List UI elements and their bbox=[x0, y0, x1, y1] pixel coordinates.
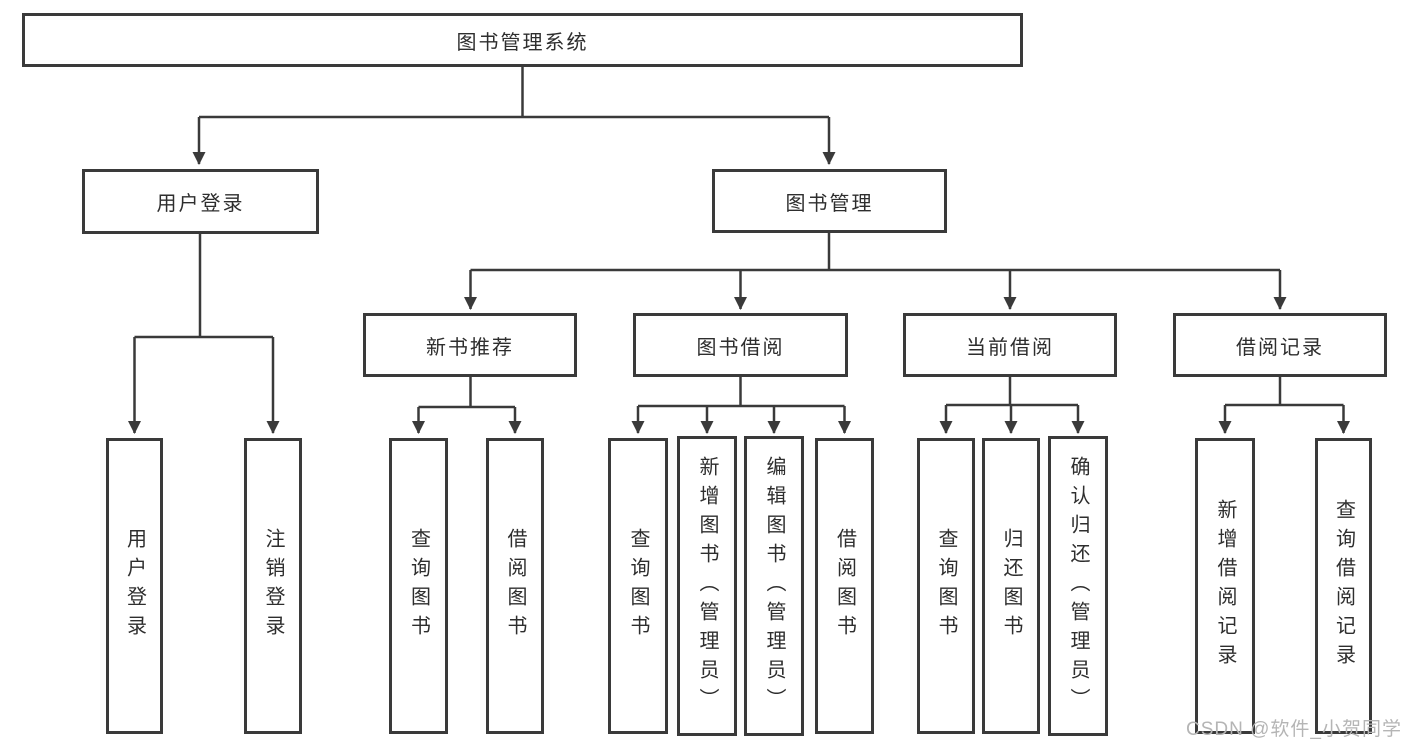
node-label: 注销登录 bbox=[262, 528, 284, 644]
node-label: 用户登录 bbox=[156, 193, 245, 215]
node-book-borrowing: 图书借阅 bbox=[633, 313, 848, 377]
leaf-borrow-books-recommend: 借阅图书 bbox=[486, 438, 544, 734]
node-label: 图书管理 bbox=[785, 192, 874, 215]
node-label: 借阅图书 bbox=[833, 528, 856, 644]
watermark: CSDN @软件_小贺同学 bbox=[1186, 719, 1402, 740]
leaf-return-books: 归还图书 bbox=[982, 438, 1040, 734]
node-label: 新增图书（管理员） bbox=[696, 455, 718, 717]
node-label: 当前借阅 bbox=[966, 336, 1054, 359]
node-label: 借阅记录 bbox=[1236, 336, 1324, 359]
leaf-query-books-current: 查询图书 bbox=[917, 438, 975, 734]
leaf-user-login: 用户登录 bbox=[106, 438, 163, 734]
leaf-borrow-books: 借阅图书 bbox=[815, 438, 874, 734]
node-label: 编辑图书（管理员） bbox=[763, 455, 785, 717]
node-label: 查询图书 bbox=[627, 528, 649, 644]
leaf-query-books-borrow: 查询图书 bbox=[608, 438, 668, 734]
node-label: 图书借阅 bbox=[696, 336, 785, 359]
leaf-add-books-admin: 新增图书（管理员） bbox=[677, 436, 737, 736]
leaf-query-books-recommend: 查询图书 bbox=[389, 438, 448, 734]
leaf-query-borrow-record: 查询借阅记录 bbox=[1315, 438, 1372, 734]
node-label: 查询图书 bbox=[935, 528, 957, 644]
node-user-login: 用户登录 bbox=[82, 169, 319, 234]
node-label: 新书推荐 bbox=[426, 336, 514, 359]
leaf-confirm-return-admin: 确认归还（管理员） bbox=[1048, 436, 1108, 736]
node-label: 确认归还（管理员） bbox=[1067, 455, 1089, 717]
node-book-management: 图书管理 bbox=[712, 169, 947, 233]
node-label: 查询图书 bbox=[407, 528, 430, 644]
node-library-management-system: 图书管理系统 bbox=[22, 13, 1023, 67]
node-label: 借阅图书 bbox=[504, 528, 526, 644]
node-label: 新增借阅记录 bbox=[1214, 499, 1236, 673]
node-label: 归还图书 bbox=[1000, 528, 1022, 644]
node-label: 图书管理系统 bbox=[456, 31, 589, 54]
node-new-book-recommendation: 新书推荐 bbox=[363, 313, 577, 377]
leaf-logout-login: 注销登录 bbox=[244, 438, 302, 734]
node-borrowing-records: 借阅记录 bbox=[1173, 313, 1387, 377]
node-label: 查询借阅记录 bbox=[1332, 499, 1355, 673]
node-label: 用户登录 bbox=[123, 528, 146, 644]
leaf-edit-books-admin: 编辑图书（管理员） bbox=[744, 436, 804, 736]
leaf-add-borrow-record: 新增借阅记录 bbox=[1195, 438, 1255, 734]
node-current-borrowing: 当前借阅 bbox=[903, 313, 1117, 377]
